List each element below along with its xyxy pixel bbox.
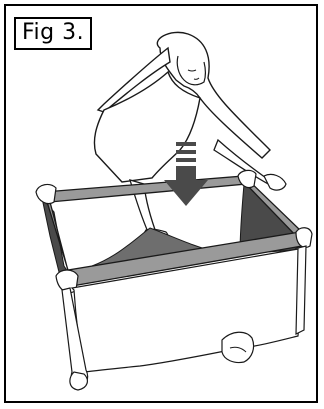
woman-body	[94, 72, 200, 182]
corner-cap-top-left	[36, 185, 56, 204]
left-side-panel	[42, 198, 72, 278]
right-leg	[296, 246, 306, 334]
left-foot	[70, 372, 87, 390]
woman-right-hand	[264, 174, 286, 190]
figure-label: Fig 3.	[14, 17, 92, 50]
